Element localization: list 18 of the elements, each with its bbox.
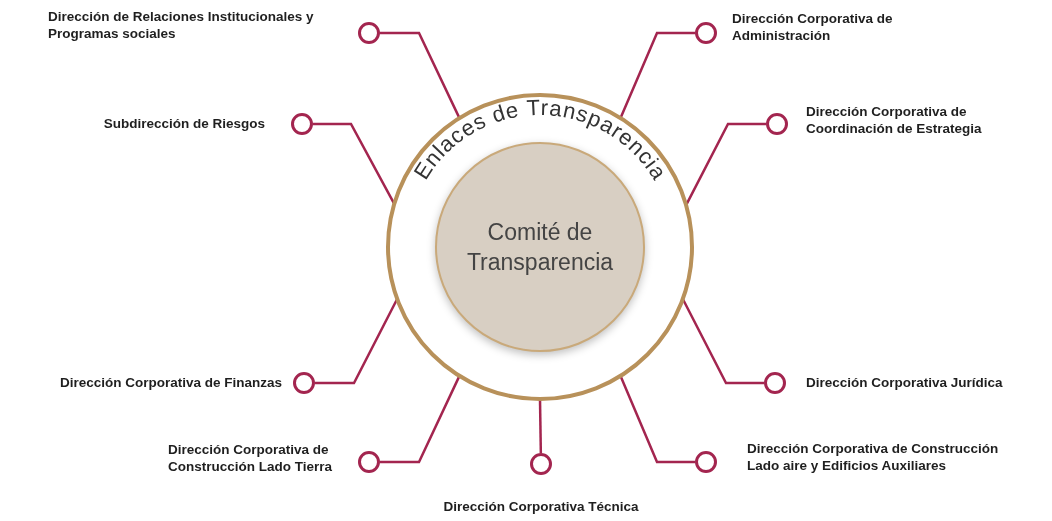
connector-line [380,375,461,464]
connector-line [619,375,695,464]
unit-label: Dirección Corporativa de Coordinación de Estrategia [806,103,983,137]
unit-label: Dirección Corporativa de Finanzas [58,374,282,391]
unit-label: Dirección de Relaciones Institucionales y Programas sociales [48,8,315,42]
connector-line [619,31,695,119]
connector-line [538,399,543,453]
unit-label: Subdirección de Riesgos [102,115,265,132]
connector-line [681,298,764,385]
unit-label: Dirección Corporativa de Construcción Lado Tierra [168,441,334,475]
connector-line [380,31,461,119]
center-title: Comité de Transparencia [465,218,615,277]
unit-label: Dirección Corporativa de Construcción Lado aire y Edificios Auxiliares [747,440,1000,474]
unit-label: Dirección Corporativa Técnica [442,498,640,515]
unit-label: Dirección Corporativa de Administración [732,10,894,44]
connector-line [685,122,766,206]
unit-label: Dirección Corporativa Jurídica [806,374,1004,391]
connector-line [315,298,399,385]
